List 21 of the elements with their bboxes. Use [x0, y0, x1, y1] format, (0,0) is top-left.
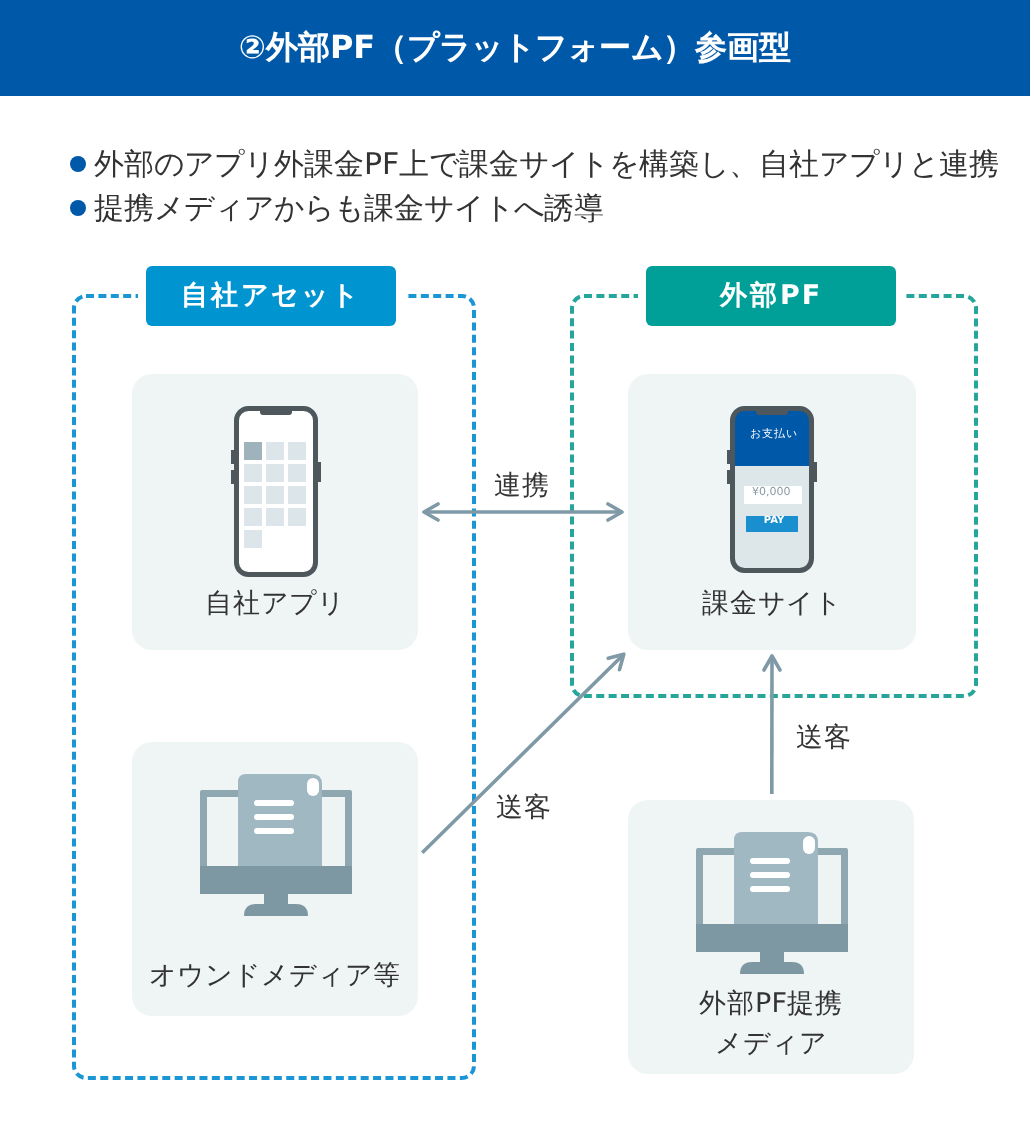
bullet-text: 外部のアプリ外課金PF上で課金サイトを構築し、自社アプリと連携 [94, 144, 1000, 184]
rounded-card [628, 800, 914, 1074]
edge-label: 連携 [490, 468, 554, 504]
rounded-card [628, 374, 916, 650]
group-tag: 外部PF [646, 266, 896, 326]
arrow [422, 502, 624, 522]
group-tag: 自社アセット [146, 266, 396, 326]
edge-label: 送客 [792, 720, 856, 756]
node-label: 自社アプリ [203, 586, 347, 624]
rounded-card [132, 742, 418, 1016]
dashed-group-frame [72, 266, 476, 1080]
node-label: オウンドメディア等 [147, 958, 403, 996]
edge-label: 送客 [492, 790, 556, 826]
node-label: 外部PF提携メディア [697, 986, 845, 1064]
dashed-group-frame [570, 266, 978, 698]
rounded-card [132, 374, 418, 650]
node-label: 課金サイト [700, 586, 844, 624]
arrow [420, 652, 626, 855]
bullet-text: 提携メディアからも課金サイトへ誘導 [94, 188, 604, 228]
arrow [762, 654, 782, 794]
title-bar: ②外部PF（プラットフォーム）参画型 [0, 0, 1030, 96]
